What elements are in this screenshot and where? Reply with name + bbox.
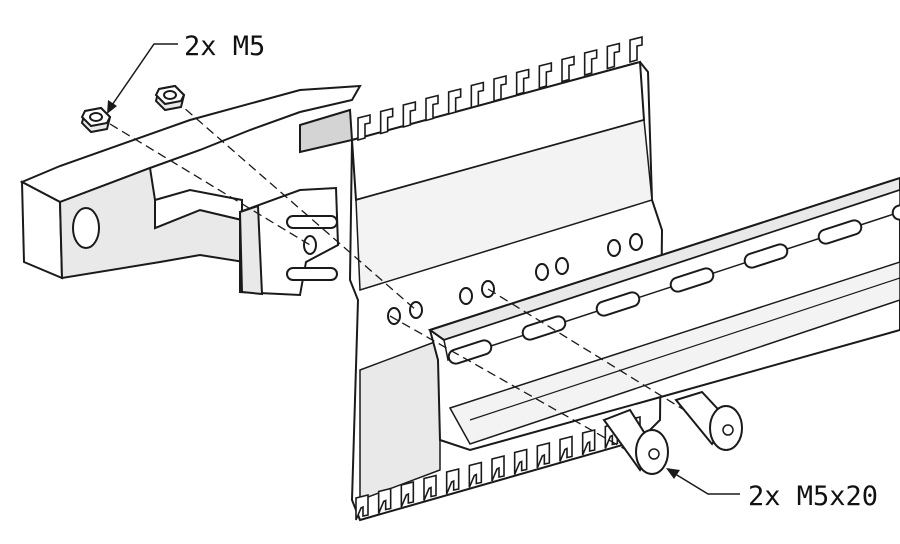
- comb-tooth: [539, 63, 551, 88]
- button-head-screw: [604, 410, 668, 474]
- comb-tooth: [469, 463, 481, 488]
- hex-nut: [155, 85, 185, 111]
- din-rail: [430, 178, 900, 450]
- comb-tooth: [560, 437, 572, 462]
- comb-tooth: [403, 102, 415, 127]
- leader-line-screws: [666, 468, 740, 494]
- comb-tooth: [381, 109, 393, 134]
- comb-tooth: [401, 482, 413, 507]
- comb-tooth: [358, 115, 370, 140]
- bracket-arm: [22, 86, 360, 295]
- rail-slot: [817, 219, 863, 246]
- comb-tooth: [492, 456, 504, 481]
- comb-tooth: [424, 476, 436, 501]
- comb-tooth: [515, 450, 527, 475]
- comb-tooth: [379, 489, 391, 514]
- leader-line-nuts: [107, 44, 178, 114]
- comb-tooth: [447, 469, 459, 494]
- comb-tooth: [630, 37, 642, 62]
- comb-tooth: [607, 44, 619, 69]
- comb-tooth: [494, 76, 506, 101]
- comb-teeth-top: [358, 37, 642, 140]
- callout-screws-label: 2x M5x20: [748, 481, 879, 512]
- rail-slot: [891, 195, 900, 222]
- callout-nuts-label: 2x M5: [184, 31, 266, 62]
- comb-tooth: [517, 70, 529, 95]
- comb-tooth: [562, 57, 574, 82]
- rail-slot: [447, 339, 493, 366]
- comb-tooth: [471, 83, 483, 108]
- hex-nut: [81, 107, 111, 133]
- comb-tooth: [583, 430, 595, 455]
- comb-tooth: [585, 50, 597, 75]
- rail-slot: [595, 291, 641, 318]
- comb-tooth: [356, 495, 368, 520]
- comb-tooth: [537, 443, 549, 468]
- rail-slots: [447, 195, 900, 366]
- comb-tooth: [449, 89, 461, 114]
- rail-slot: [743, 243, 789, 270]
- assembly-axes: [110, 100, 720, 452]
- rail-slot: [669, 267, 715, 294]
- button-head-screw: [676, 392, 742, 450]
- comb-tooth: [426, 96, 438, 121]
- rail-slot: [521, 315, 567, 342]
